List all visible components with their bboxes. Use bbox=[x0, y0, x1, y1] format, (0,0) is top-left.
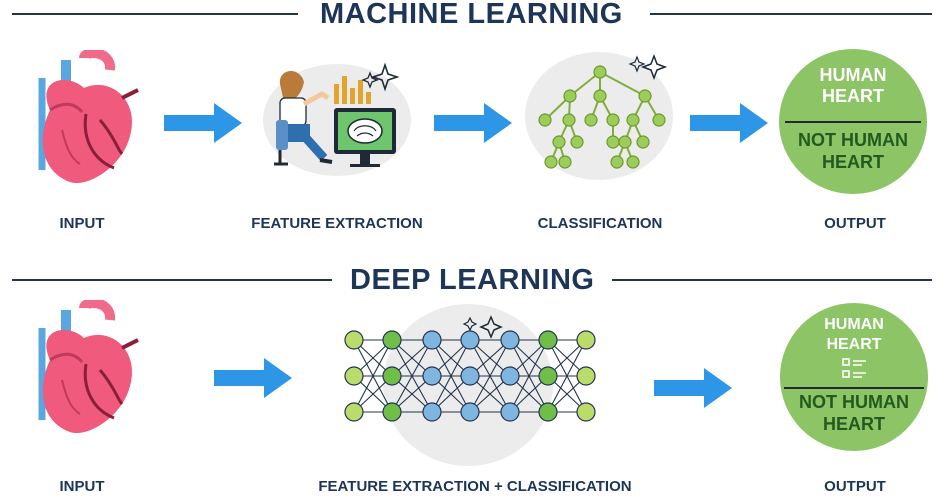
output-divider bbox=[785, 121, 921, 123]
ml-step-classification-label: CLASSIFICATION bbox=[537, 215, 663, 232]
network-node bbox=[538, 402, 558, 422]
network-node bbox=[538, 366, 558, 386]
ml-title-rule-left bbox=[12, 13, 298, 15]
dl-output-circle: HUMAN HEART NOT HUMAN HEART bbox=[780, 303, 928, 451]
ml-section-title: MACHINE LEARNING bbox=[320, 0, 623, 30]
arrow-right-icon bbox=[164, 103, 242, 143]
network-node bbox=[500, 366, 520, 386]
output-label-human-heart: HUMAN HEART bbox=[824, 316, 884, 353]
network-node bbox=[576, 402, 596, 422]
output-label-not-human-heart: NOT HUMAN HEART bbox=[799, 392, 909, 434]
network-node bbox=[500, 402, 520, 422]
network-node bbox=[460, 366, 480, 386]
ml-title-rule-right bbox=[650, 13, 932, 15]
network-node bbox=[382, 366, 402, 386]
network-node bbox=[422, 330, 442, 350]
network-node bbox=[460, 330, 480, 350]
dl-title-rule-right bbox=[612, 279, 932, 281]
arrow-right-icon bbox=[434, 103, 512, 143]
output-label-not-human-heart: NOT HUMAN HEART bbox=[798, 130, 908, 172]
dl-step-input-label: INPUT bbox=[59, 478, 105, 495]
list-icon bbox=[842, 358, 866, 378]
network-node bbox=[422, 402, 442, 422]
network-node bbox=[576, 330, 596, 350]
network-node bbox=[344, 366, 364, 386]
output-divider bbox=[784, 387, 924, 389]
arrow-right-icon bbox=[654, 368, 732, 408]
neural-network-icon bbox=[344, 315, 596, 422]
dl-section-title: DEEP LEARNING bbox=[350, 264, 595, 296]
network-node bbox=[382, 330, 402, 350]
network-node bbox=[460, 402, 480, 422]
network-node bbox=[344, 330, 364, 350]
dl-step-feature-extraction-classification-label: FEATURE EXTRACTION + CLASSIFICATION bbox=[318, 478, 632, 495]
dl-title-rule-left bbox=[12, 279, 332, 281]
network-node bbox=[576, 366, 596, 386]
network-node bbox=[382, 402, 402, 422]
heart-icon bbox=[38, 300, 139, 434]
arrow-right-icon bbox=[214, 358, 292, 398]
decision-tree-icon bbox=[538, 53, 668, 169]
network-node bbox=[422, 366, 442, 386]
ml-step-input-label: INPUT bbox=[59, 215, 105, 232]
output-label-human-heart: HUMAN HEART bbox=[819, 65, 887, 106]
ml-output-circle: HUMAN HEART NOT HUMAN HEART bbox=[779, 49, 927, 194]
person-at-computer-icon bbox=[274, 62, 400, 167]
dl-step-output-label: OUTPUT bbox=[824, 478, 886, 495]
arrow-right-icon bbox=[690, 103, 768, 143]
network-node bbox=[344, 402, 364, 422]
ml-step-feature-extraction-label: FEATURE EXTRACTION bbox=[251, 215, 423, 232]
network-node bbox=[500, 330, 520, 350]
heart-icon bbox=[38, 50, 139, 184]
network-node bbox=[538, 330, 558, 350]
ml-step-output-label: OUTPUT bbox=[824, 215, 886, 232]
